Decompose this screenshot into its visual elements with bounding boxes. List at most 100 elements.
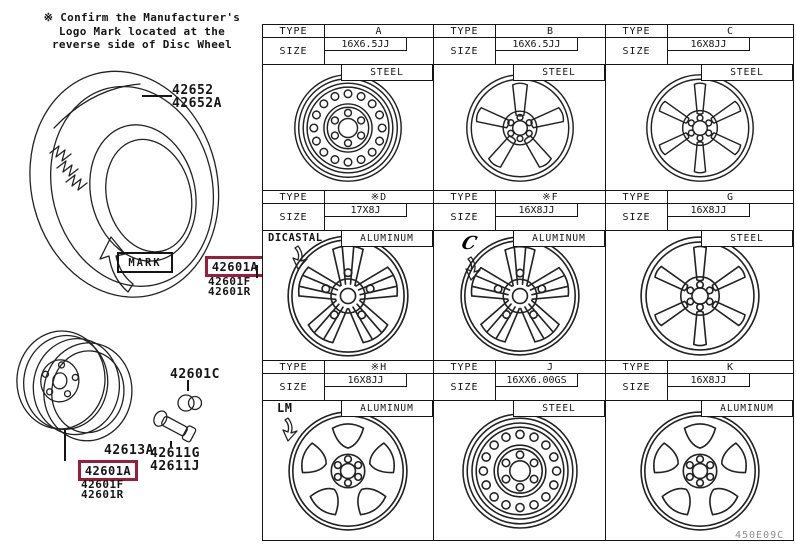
size-label: SIZE: [263, 374, 325, 400]
size-label: SIZE: [606, 204, 668, 230]
wheel-cell-k: TYPE K SIZE 16X8JJ ALUMINUM: [605, 360, 793, 540]
size-label: SIZE: [434, 374, 496, 400]
wheel-drawing-h: LM: [263, 401, 433, 540]
wheel-cell-d: TYPE ※D SIZE 17X8J ALUMINUM DICASTAL: [262, 190, 433, 360]
wheel-drawing-k: [606, 401, 793, 540]
tire-illustration: [29, 70, 220, 298]
type-value: K: [668, 361, 793, 374]
material-tag: ALUMINUM: [513, 230, 605, 247]
manufacturer-note: ※ Confirm the Manufacturer's Logo Mark l…: [36, 11, 248, 52]
part-number-42601r-top[interactable]: 42601R: [208, 285, 251, 298]
part-number-42611j[interactable]: 42611J: [150, 459, 200, 474]
size-label: SIZE: [606, 374, 668, 400]
wheel-type-table: TYPE A SIZE 16X6.5JJ STEEL TYPE B SIZE 1…: [262, 24, 794, 541]
size-label: SIZE: [434, 204, 496, 230]
cell-header: TYPE ※F SIZE 16X8JJ: [434, 191, 605, 231]
valve-stem-illustration: [153, 410, 197, 443]
cell-header: TYPE A SIZE 16X6.5JJ: [263, 25, 433, 65]
type-value: ※F: [496, 191, 605, 204]
wheel-drawing-b: [434, 65, 605, 190]
part-number-42601f-top[interactable]: 42601F: [208, 275, 251, 288]
wheel-drawing-g: [606, 231, 793, 360]
type-label: TYPE: [263, 25, 325, 38]
part-number-42611g[interactable]: 42611G: [150, 446, 200, 461]
material-tag: ALUMINUM: [341, 400, 433, 417]
disc-wheel-illustration: [16, 330, 133, 442]
type-label: TYPE: [606, 361, 668, 374]
drawing-code: 450E09C: [735, 530, 785, 541]
size-value: 16X8JJ: [496, 204, 578, 217]
wheel-cell-b: TYPE B SIZE 16X6.5JJ STEEL: [433, 24, 605, 190]
type-value: J: [496, 361, 605, 374]
wheel-cell-g: TYPE G SIZE 16X8JJ STEEL: [605, 190, 793, 360]
leader-line: [256, 265, 258, 278]
size-value: 16X8JJ: [325, 374, 407, 387]
material-tag: STEEL: [701, 230, 793, 247]
material-tag: STEEL: [701, 64, 793, 81]
wheel-cell-j: TYPE J SIZE 16XX6.00GS STEEL: [433, 360, 605, 540]
material-tag: STEEL: [513, 400, 605, 417]
part-number-42601f-bottom[interactable]: 42601F: [81, 478, 124, 491]
type-label: TYPE: [606, 191, 668, 204]
type-label: TYPE: [606, 25, 668, 38]
cell-header: TYPE G SIZE 16X8JJ: [606, 191, 793, 231]
leader-line: [64, 430, 66, 461]
wheel-drawing-c: [606, 65, 793, 190]
material-tag: STEEL: [513, 64, 605, 81]
type-value: A: [325, 25, 433, 38]
wheel-cell-h: TYPE ※H SIZE 16X8JJ ALUMINUM LM: [262, 360, 433, 540]
note-line-3: reverse side of Disc Wheel: [52, 38, 232, 51]
size-value: 16X6.5JJ: [325, 38, 407, 51]
leader-line: [170, 441, 172, 447]
wheel-cell-a: TYPE A SIZE 16X6.5JJ STEEL: [262, 24, 433, 190]
size-label: SIZE: [606, 38, 668, 64]
part-number-42601c[interactable]: 42601C: [170, 367, 220, 382]
cell-header: TYPE ※H SIZE 16X8JJ: [263, 361, 433, 401]
type-label: TYPE: [434, 25, 496, 38]
leader-line: [142, 95, 172, 97]
note-line-2: Logo Mark located at the: [58, 24, 226, 38]
highlighted-part-42601a-bottom[interactable]: 42601A: [78, 460, 138, 481]
valve-cap-illustration: [177, 394, 203, 412]
pointer-arrow-icon: [275, 416, 299, 442]
type-value: ※H: [325, 361, 433, 374]
material-tag: ALUMINUM: [701, 400, 793, 417]
note-line-1: ※ Confirm the Manufacturer's: [43, 11, 241, 24]
cell-header: TYPE B SIZE 16X6.5JJ: [434, 25, 605, 65]
wheel-cell-c: TYPE C SIZE 16X8JJ STEEL: [605, 24, 793, 190]
wheel-drawing-j: [434, 401, 605, 540]
part-number-42652a[interactable]: 42652A: [172, 96, 222, 111]
size-value: 16XX6.00GS: [496, 374, 578, 387]
type-value: G: [668, 191, 793, 204]
material-tag: STEEL: [341, 64, 433, 81]
type-value: C: [668, 25, 793, 38]
size-value: 16X8JJ: [668, 38, 750, 51]
size-value: 16X8JJ: [668, 204, 750, 217]
pointer-arrow-icon: [458, 255, 482, 281]
maker-annotation-lm: LM: [277, 401, 293, 415]
type-value: ※D: [325, 191, 433, 204]
leader-line: [187, 380, 189, 391]
size-label: SIZE: [434, 38, 496, 64]
wheel-drawing-d: DICASTAL: [263, 231, 433, 360]
type-value: B: [496, 25, 605, 38]
maker-annotation-dicastal: DICASTAL: [268, 232, 323, 244]
wheel-drawing-f: C: [434, 231, 605, 360]
part-number-42652[interactable]: 42652: [172, 83, 214, 98]
part-number-42601r-bottom[interactable]: 42601R: [81, 488, 124, 501]
size-value: 16X6.5JJ: [496, 38, 578, 51]
material-tag: ALUMINUM: [341, 230, 433, 247]
type-label: TYPE: [263, 191, 325, 204]
cell-header: TYPE J SIZE 16XX6.00GS: [434, 361, 605, 401]
size-label: SIZE: [263, 204, 325, 230]
mark-label: MARK: [117, 252, 173, 273]
highlighted-part-42601a-top[interactable]: 42601A: [205, 256, 265, 277]
part-number-42613a[interactable]: 42613A: [104, 443, 154, 458]
size-value: 17X8J: [325, 204, 407, 217]
type-label: TYPE: [434, 361, 496, 374]
type-label: TYPE: [263, 361, 325, 374]
size-label: SIZE: [263, 38, 325, 64]
wheel-drawing-a: [263, 65, 433, 190]
cell-header: TYPE ※D SIZE 17X8J: [263, 191, 433, 231]
